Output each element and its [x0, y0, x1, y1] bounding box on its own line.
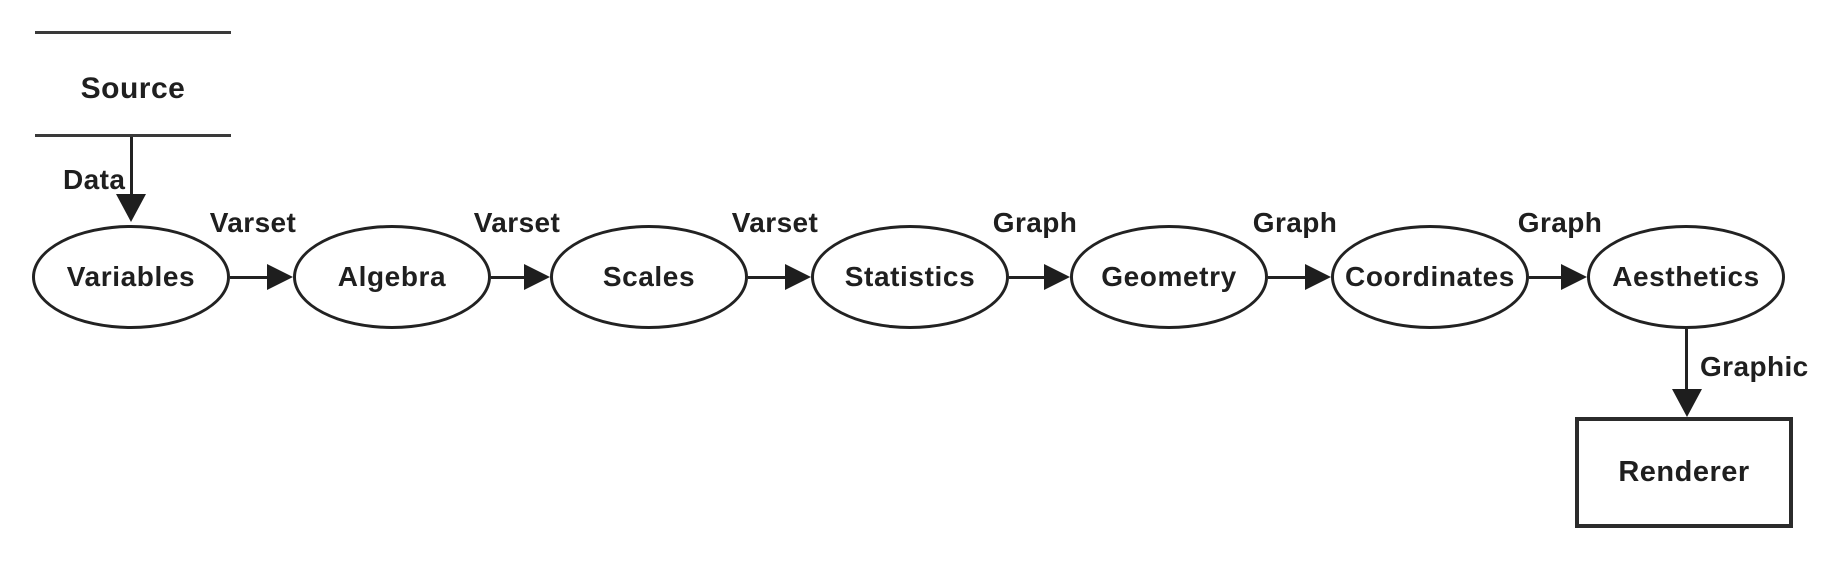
- arrow-scales-statistics-line: [748, 276, 788, 279]
- edge-label-graph-2: Graph: [1252, 207, 1338, 238]
- arrow-algebra-scales-head: [524, 264, 550, 290]
- arrow-source-variables-line: [130, 137, 133, 196]
- node-geometry: Geometry: [1070, 225, 1268, 329]
- edge-label-varset-2: Varset: [473, 207, 561, 238]
- node-aesthetics: Aesthetics: [1587, 225, 1785, 329]
- edge-label-graphic: Graphic: [1700, 351, 1809, 382]
- arrow-coordinates-aesthetics-head: [1561, 264, 1587, 290]
- node-renderer-label: Renderer: [1618, 456, 1750, 488]
- arrow-statistics-geometry-head: [1044, 264, 1070, 290]
- node-geometry-label: Geometry: [1101, 261, 1237, 292]
- node-variables: Variables: [32, 225, 230, 329]
- edge-label-varset-3: Varset: [731, 207, 819, 238]
- arrow-variables-algebra-line: [230, 276, 270, 279]
- source-bottom-rule: [35, 134, 231, 137]
- arrow-coordinates-aesthetics-line: [1529, 276, 1564, 279]
- node-scales-label: Scales: [602, 261, 696, 292]
- arrow-aesthetics-renderer-line: [1685, 329, 1688, 390]
- arrow-geometry-coordinates-head: [1305, 264, 1331, 290]
- edge-label-varset-1: Varset: [209, 207, 297, 238]
- arrow-algebra-scales-line: [491, 276, 527, 279]
- edge-label-graph-1: Graph: [992, 207, 1078, 238]
- node-statistics-label: Statistics: [844, 261, 976, 292]
- node-coordinates: Coordinates: [1331, 225, 1529, 329]
- node-aesthetics-label: Aesthetics: [1612, 261, 1760, 292]
- node-coordinates-label: Coordinates: [1345, 261, 1515, 292]
- arrow-geometry-coordinates-line: [1268, 276, 1308, 279]
- node-algebra: Algebra: [293, 225, 491, 329]
- arrow-aesthetics-renderer-head: [1672, 389, 1702, 417]
- node-variables-label: Variables: [66, 261, 196, 292]
- node-scales: Scales: [550, 225, 748, 329]
- edge-label-graph-3: Graph: [1517, 207, 1603, 238]
- node-statistics: Statistics: [811, 225, 1009, 329]
- source-top-rule: [35, 31, 231, 34]
- arrow-statistics-geometry-line: [1009, 276, 1047, 279]
- edge-label-data: Data: [63, 164, 126, 195]
- arrow-scales-statistics-head: [785, 264, 811, 290]
- source-node-label: Source: [80, 72, 186, 105]
- node-algebra-label: Algebra: [337, 261, 447, 292]
- arrow-variables-algebra-head: [267, 264, 293, 290]
- node-renderer: Renderer: [1575, 417, 1793, 528]
- arrow-source-variables-head: [116, 194, 146, 222]
